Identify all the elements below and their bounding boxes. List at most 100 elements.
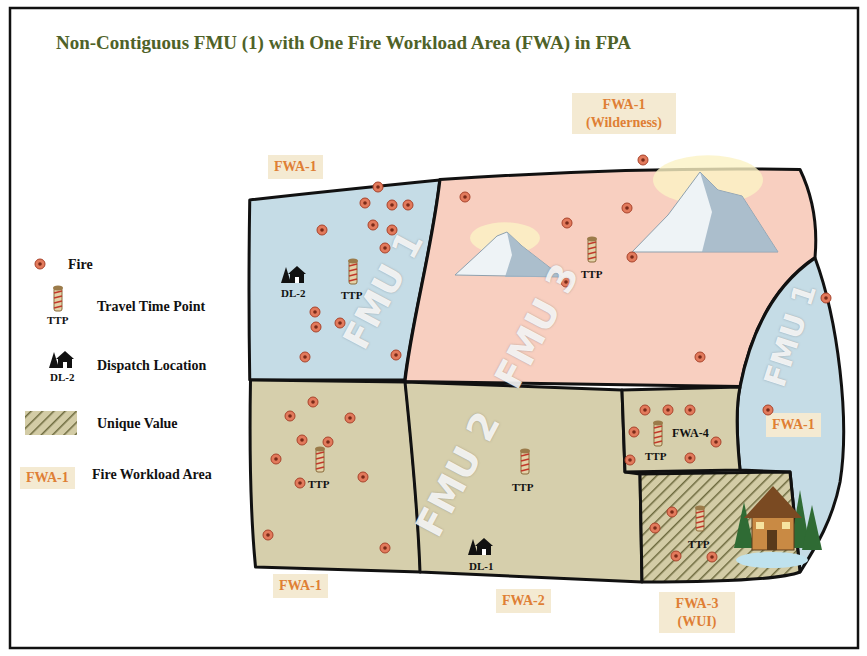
dispatch-location-icon	[49, 351, 74, 368]
fire-dot	[685, 453, 695, 463]
fire-dot	[671, 551, 681, 561]
legend-text: Unique Value	[97, 415, 178, 433]
legend-text: Dispatch Location	[97, 357, 206, 375]
fire-dot	[387, 225, 397, 235]
fire-dot	[403, 200, 413, 210]
legend-text: Fire Workload Area	[92, 466, 214, 484]
fire-dot	[295, 478, 305, 488]
fire-dot	[271, 454, 281, 464]
text-anchor: TTP	[308, 478, 329, 490]
map-title: Non-Contiguous FMU (1) with One Fire Wor…	[56, 32, 631, 54]
fire-dot	[297, 435, 307, 445]
mountain-haze	[653, 155, 763, 205]
legend-entry: Travel Time Point	[97, 298, 205, 316]
fire-dot	[650, 523, 660, 533]
text-anchor: TTP	[512, 481, 533, 493]
title-wrap: Non-Contiguous FMU (1) with One Fire Wor…	[56, 32, 631, 54]
fire-dot	[263, 530, 273, 540]
fire-dot	[308, 397, 318, 407]
fire-dot	[323, 437, 333, 447]
legend-text: Fire	[68, 256, 93, 274]
fire-dot	[629, 427, 639, 437]
fire-dot	[627, 252, 637, 262]
fire-dot	[358, 472, 368, 482]
mountain-shade	[700, 172, 778, 252]
area-tag-text: FWA-1	[279, 577, 322, 595]
area-tag: FWA-1	[268, 155, 323, 179]
fire-dot	[707, 552, 717, 562]
area-tag: FWA-3 (WUI)	[659, 592, 735, 633]
fire-dot	[763, 405, 773, 415]
point-label: TTP	[688, 538, 709, 550]
text-anchor: TTP	[341, 289, 362, 301]
area-tag-text: FWA-2	[502, 592, 545, 610]
fire-dot	[360, 198, 370, 208]
fire-dot	[685, 405, 695, 415]
point-label: TTP	[645, 450, 666, 462]
fire-dot	[667, 507, 677, 517]
text-anchor: FMU 2	[458, 474, 592, 518]
mountain-body	[455, 232, 562, 277]
fire-dot	[285, 411, 295, 421]
fire-dot	[335, 318, 345, 328]
travel-time-point-icon	[695, 506, 705, 532]
area-tag-text: FWA-1 (Wilderness)	[578, 96, 670, 131]
point-label: DL-1	[469, 560, 493, 572]
fire-dot	[638, 155, 648, 165]
label-anchor: DL-2	[50, 371, 74, 383]
mountain-body	[632, 172, 778, 252]
unique-value-swatch	[25, 411, 77, 435]
label-anchor: TTP	[47, 314, 68, 326]
legend-symbol-label: DL-2	[50, 371, 74, 383]
label-anchor: FWA-1	[20, 467, 75, 489]
area-tag-text: FWA-3 (WUI)	[665, 595, 729, 630]
text-anchor: TTP	[645, 450, 666, 462]
map-region: FMU 2TTP DL-1	[405, 382, 642, 582]
point-label: DL-2	[281, 287, 305, 299]
mountain-haze	[470, 222, 540, 254]
area-tag: FWA-1	[766, 413, 821, 437]
region-outline	[250, 380, 420, 572]
fire-dot	[711, 437, 721, 447]
travel-time-point-icon	[53, 286, 63, 312]
fire-dot	[310, 307, 320, 317]
map-region: TTP	[250, 380, 420, 572]
fire-dot	[345, 413, 355, 423]
travel-time-point-icon	[348, 259, 358, 285]
fire-dot	[317, 225, 327, 235]
legend-symbol-label: TTP	[47, 314, 68, 326]
text-anchor: FMU 1	[790, 335, 867, 370]
legend-entry: Fire	[68, 256, 93, 274]
legend-entry: Dispatch Location	[97, 357, 206, 375]
fire-dot	[562, 218, 572, 228]
map-region: TTP	[640, 472, 800, 582]
text-anchor: FWA-4	[672, 426, 709, 441]
point-label: TTP	[512, 481, 533, 493]
area-tag: FWA-1	[273, 574, 328, 598]
travel-time-point-icon	[520, 449, 530, 475]
dispatch-location-icon	[468, 538, 493, 555]
map-region: FWA-4TTP	[622, 387, 740, 472]
fire-dot	[663, 405, 673, 415]
point-label: TTP	[581, 268, 602, 280]
travel-time-point-icon	[315, 447, 325, 473]
fire-dot	[380, 243, 390, 253]
text-anchor: FMU 3	[537, 326, 671, 370]
travel-time-point-icon	[653, 421, 663, 447]
legend-entry: Fire Workload Area	[92, 466, 214, 484]
outer-frame	[10, 8, 858, 648]
text-anchor: DL-1	[469, 560, 493, 572]
text-anchor: TTP	[688, 538, 709, 550]
cabin-illustration	[734, 486, 822, 568]
area-tag-text: FWA-1	[772, 416, 815, 434]
region-outline	[640, 472, 800, 582]
area-tag: FWA-2	[496, 589, 551, 613]
point-label: TTP	[308, 478, 329, 490]
travel-time-point-icon	[587, 237, 597, 263]
area-name: FWA-4	[672, 426, 709, 441]
legend-area-tag: FWA-1	[20, 467, 75, 489]
fire-dot	[391, 350, 401, 360]
fire-dot	[368, 220, 378, 230]
